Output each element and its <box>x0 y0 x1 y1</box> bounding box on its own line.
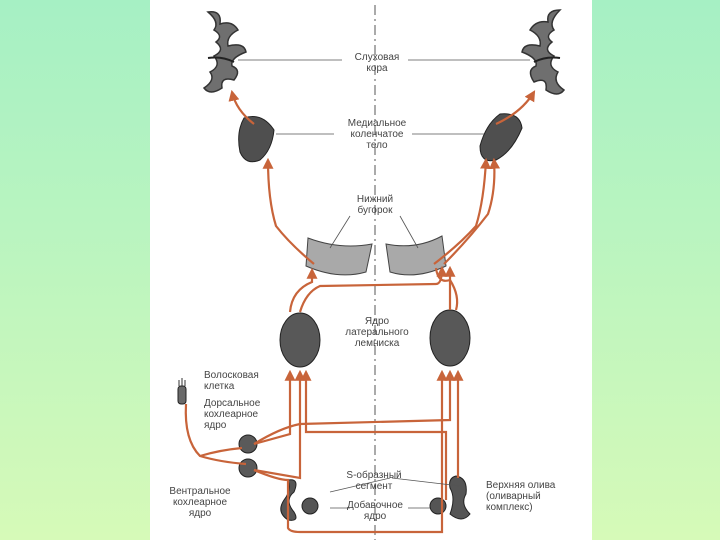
leader-lines <box>238 59 530 509</box>
ventral-cochlear-nucleus <box>238 458 258 478</box>
lemniscus-nucleus-right <box>429 309 471 367</box>
auditory-pathways <box>184 89 536 534</box>
inferior-colliculus-left <box>305 237 373 276</box>
auditory-pathway-diagram <box>177 5 566 540</box>
hair-cell <box>177 378 187 405</box>
auditory-cortex-right <box>521 9 566 95</box>
accessory-nucleus-left <box>301 497 319 515</box>
medial-geniculate-left <box>238 116 275 163</box>
accessory-nucleus-right <box>429 497 447 515</box>
s-segment-right <box>449 475 471 520</box>
lemniscus-nucleus-left <box>279 312 321 368</box>
auditory-cortex-left <box>202 11 247 93</box>
